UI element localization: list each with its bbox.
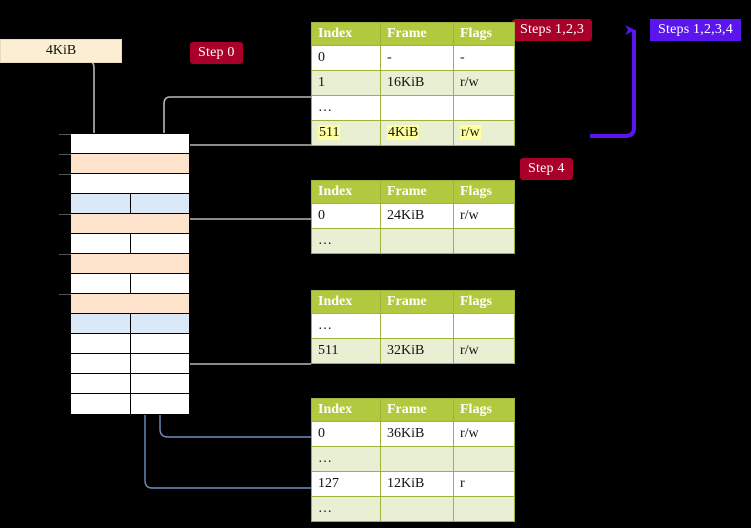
memory-row [59,154,189,174]
table-row: … [311,228,515,254]
table-cell-frame: 12KiB [380,471,454,497]
badge-step-4-label: Step 4 [528,161,565,176]
column-header-frame: Frame [380,22,454,46]
cell-highlight: r/w [460,125,481,140]
table-cell-flags [453,95,515,121]
badge-step-4: Step 4 [520,158,573,180]
table-cell-frame: 16KiB [380,70,454,96]
memory-row [59,254,189,274]
table-cell-frame: 36KiB [380,421,454,447]
table-row: … [311,496,515,522]
table-cell-frame: 32KiB [380,338,454,364]
column-header-index: Index [311,398,381,422]
table-cell-flags: - [453,45,515,71]
memory-row [59,214,189,234]
memory-row-tick [59,214,71,215]
table-cell-flags [453,446,515,472]
badge-steps-1234: Steps 1,2,3,4 [650,19,741,41]
badge-steps-123: Steps 1,2,3 [512,19,593,41]
column-header-frame: Frame [380,180,454,204]
memory-column [59,133,190,415]
column-header-index: Index [311,22,381,46]
table-cell-flags: r [453,471,515,497]
frame-size-box: 4KiB [0,39,122,63]
table-cell-index: 1 [311,70,381,96]
memory-row-tick [59,294,71,295]
column-header-flags: Flags [453,290,515,314]
table-cell-index: 511 [311,120,381,146]
table-cell-flags: r/w [453,338,515,364]
badge-step-0-label: Step 0 [198,45,235,60]
column-header-flags: Flags [453,180,515,204]
table-cell-flags: r/w [453,203,515,229]
memory-row [59,174,189,194]
column-header-frame: Frame [380,398,454,422]
column-header-flags: Flags [453,398,515,422]
table-cell-frame: 24KiB [380,203,454,229]
table-cell-index: … [311,496,381,522]
table-cell-index: 0 [311,45,381,71]
table-cell-flags [453,496,515,522]
table-row: 511 4KiB r/w [311,120,515,146]
badge-steps-1234-label: Steps 1,2,3,4 [658,22,733,37]
badge-steps-123-label: Steps 1,2,3 [520,22,585,37]
column-header-frame: Frame [380,290,454,314]
memory-row [59,294,189,314]
table-cell-frame [380,446,454,472]
table-cell-flags: r/w [453,70,515,96]
table-cell-flags [453,313,515,339]
column-header-index: Index [311,180,381,204]
wire-steps-return [590,25,636,138]
memory-row-tick [59,134,71,135]
table-row: … [311,95,515,121]
table-cell-frame [380,313,454,339]
column-header-flags: Flags [453,22,515,46]
table-cell-index: 0 [311,421,381,447]
memory-row-tick [59,174,71,175]
memory-row-tick [59,254,71,255]
memory-row-tick [59,154,71,155]
column-header-index: Index [311,290,381,314]
table-cell-index: 0 [311,203,381,229]
memory-row [59,134,189,154]
table-row: 0-- [311,45,515,71]
table-row: … [311,313,515,339]
table-cell-flags [453,228,515,254]
table-cell-frame: 4KiB [380,120,454,146]
cell-highlight: 511 [318,125,341,140]
table-cell-index: … [311,95,381,121]
table-cell-index: … [311,228,381,254]
table-cell-frame [380,496,454,522]
memory-column-divider [130,134,131,414]
table-cell-flags: r/w [453,421,515,447]
wire-pd-row511 [170,314,311,365]
table-cell-frame [380,228,454,254]
table-cell-index: 511 [311,338,381,364]
table-cell-index: 127 [311,471,381,497]
table-cell-index: … [311,446,381,472]
frame-size-label: 4KiB [45,43,77,58]
badge-step-0: Step 0 [190,42,243,64]
cell-highlight: 4KiB [387,125,420,140]
table-row: … [311,446,515,472]
table-cell-index: … [311,313,381,339]
table-cell-flags: r/w [453,120,515,146]
table-cell-frame: - [380,45,454,71]
table-cell-frame [380,95,454,121]
